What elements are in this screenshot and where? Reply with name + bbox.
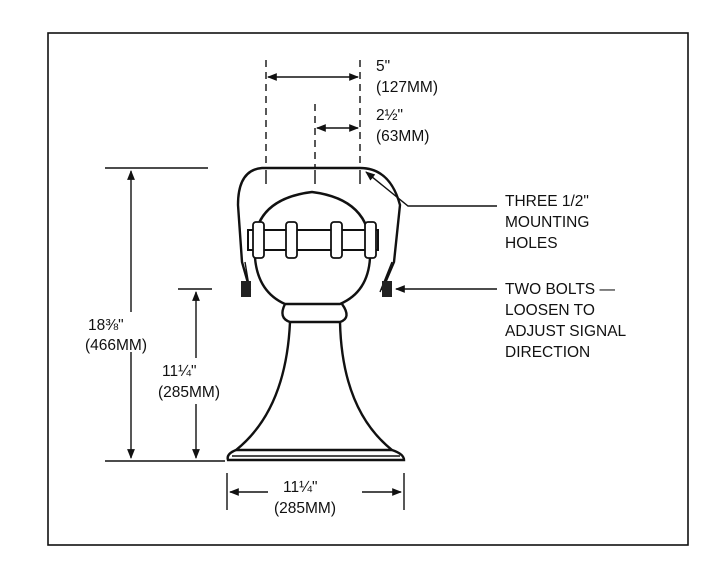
callout-mounting-holes-line2: MOUNTING <box>505 214 589 231</box>
mount-spacing-metric: (127MM) <box>376 79 438 96</box>
mount-spacing-imperial: 5" <box>376 58 390 75</box>
overall-height-imperial: 18⅜" <box>88 317 124 334</box>
dimension-overall-height <box>105 167 225 462</box>
horn-height-metric: (285MM) <box>158 384 220 401</box>
callout-bolts-line4: DIRECTION <box>505 344 590 361</box>
half-spacing-imperial: 2½" <box>376 107 403 124</box>
callout-mounting-holes-line3: HOLES <box>505 235 558 252</box>
dimension-horn-height <box>178 288 212 459</box>
clamp-band <box>247 221 379 259</box>
callout-bolts-line1: TWO BOLTS — <box>505 281 615 298</box>
bell-width-imperial: 11¼" <box>283 479 318 496</box>
bell-flange <box>226 448 406 462</box>
callout-mounting-holes-line1: THREE 1/2" <box>505 193 589 210</box>
horn-bell <box>232 321 396 452</box>
callout-leader-mounting-holes <box>365 171 497 207</box>
adjustment-bolts <box>241 281 392 297</box>
horn-height-imperial: 11¼" <box>162 363 197 380</box>
overall-height-metric: (466MM) <box>85 337 147 354</box>
callout-bolts-line2: LOOSEN TO <box>505 302 595 319</box>
callout-bolts-line3: ADJUST SIGNAL <box>505 323 627 340</box>
dimension-mount-spacing <box>265 60 361 168</box>
bell-width-metric: (285MM) <box>274 500 336 517</box>
half-spacing-metric: (63MM) <box>376 128 429 145</box>
mounting-bracket <box>236 166 402 291</box>
diagram-frame <box>47 32 689 546</box>
dimension-bell-width <box>226 473 405 510</box>
horn-collar <box>281 303 348 324</box>
dimension-half-spacing <box>314 104 359 168</box>
mounting-holes <box>265 170 361 184</box>
horn-assembly <box>226 166 406 462</box>
